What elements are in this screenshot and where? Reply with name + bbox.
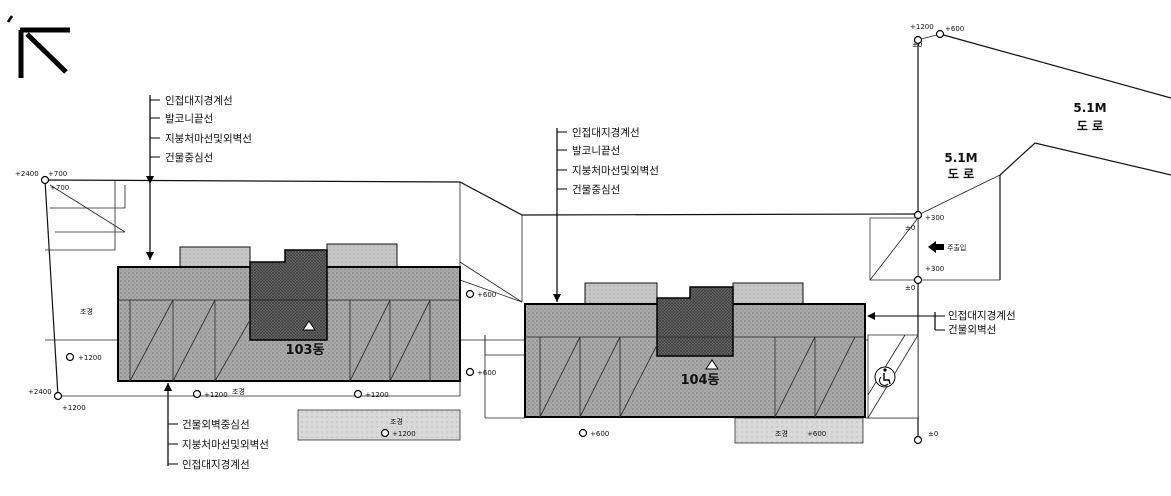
level-markers xyxy=(40,29,945,445)
road-sub-1: 도 로 xyxy=(1077,119,1103,133)
callout-103-bottom: 건물외벽중심선 지붕처마선및외벽선 인접대지경계선 xyxy=(164,383,269,471)
callout-103-line-1: 인접대지경계선 xyxy=(165,94,233,107)
level-r-0b: ±0 xyxy=(905,284,915,292)
callout-104-right-2: 건물외벽선 xyxy=(948,324,996,336)
landscape-label-4: 조경 xyxy=(775,429,788,438)
callout-104-line-1: 인접대지경계선 xyxy=(572,126,640,139)
level-r-300a: +300 xyxy=(925,214,944,222)
landscape-label-2: 조경 xyxy=(232,387,245,396)
callout-103-top: 인접대지경계선 발코니끝선 지붕처마선및외벽선 건물중심선 xyxy=(146,94,252,260)
level-b1-1200: +1200 xyxy=(204,391,228,399)
level-r-0a: ±0 xyxy=(905,224,915,232)
level-mid-600b: +600 xyxy=(477,369,496,377)
level-r-300b: +300 xyxy=(925,265,944,273)
callout-103-bottom-1: 건물외벽중심선 xyxy=(182,419,250,431)
road-sub-2: 도 로 xyxy=(948,167,974,181)
entrance-arrow-icon xyxy=(928,241,944,253)
callout-103-line-2: 발코니끝선 xyxy=(165,113,213,125)
level-tl-700a: +700 xyxy=(48,170,67,178)
road-label-1: 5.1M xyxy=(1073,101,1106,115)
callout-103-line-3: 지붕처마선및외벽선 xyxy=(165,133,252,145)
level-texts: +2400 +700 +700 +2400 +1200 +1200 +1200 … xyxy=(15,23,964,438)
callout-104-line-4: 건물중심선 xyxy=(572,184,620,196)
accessibility-icon xyxy=(874,366,896,388)
building-104-label: 104동 xyxy=(680,373,719,388)
north-arrow-icon xyxy=(6,15,70,78)
landscape-label-3: 조경 xyxy=(390,417,403,426)
callout-104-line-2: 발코니끝선 xyxy=(572,145,620,157)
level-tr-600: +600 xyxy=(945,25,964,33)
callout-104-right: 인접대지경계선 건물외벽선 xyxy=(867,309,1016,336)
building-103-label: 103동 xyxy=(285,343,324,358)
level-l-1200: +1200 xyxy=(78,354,102,362)
level-bl-1200: +1200 xyxy=(62,404,86,412)
main-entrance: 주출입 xyxy=(928,241,966,253)
level-tl-700b: +700 xyxy=(50,184,69,192)
building-103: 103동 xyxy=(117,243,461,382)
callout-103-bottom-2: 지붕처마선및외벽선 xyxy=(182,439,269,451)
callout-103-bottom-3: 인접대지경계선 xyxy=(182,458,250,471)
road-labels: 5.1M 도 로 5.1M 도 로 xyxy=(944,101,1106,181)
entrance-label: 주출입 xyxy=(947,243,966,252)
level-tl-2400: +2400 xyxy=(15,170,39,178)
callout-104-right-1: 인접대지경계선 xyxy=(948,309,1016,322)
level-bl-2400: +2400 xyxy=(28,388,52,396)
level-land-600: +600 xyxy=(807,430,826,438)
level-mid-600a: +600 xyxy=(477,291,496,299)
callout-104-top: 인접대지경계선 발코니끝선 지붕처마선및외벽선 건물중심선 xyxy=(553,126,659,302)
building-104: 104동 xyxy=(524,282,866,418)
level-br-0: ±0 xyxy=(928,430,938,438)
level-tr-0: ±0 xyxy=(912,41,922,49)
landscape-areas xyxy=(297,217,919,444)
level-bot-600: +600 xyxy=(590,430,609,438)
level-b3-1200: +1200 xyxy=(392,430,416,438)
callout-103-line-4: 건물중심선 xyxy=(165,152,213,164)
level-tr-1200: +1200 xyxy=(910,23,934,31)
road-label-2: 5.1M xyxy=(944,151,977,165)
landscape-label-1: 조경 xyxy=(80,307,93,316)
callout-104-line-3: 지붕처마선및외벽선 xyxy=(572,165,659,177)
level-b2-1200: +1200 xyxy=(365,391,389,399)
